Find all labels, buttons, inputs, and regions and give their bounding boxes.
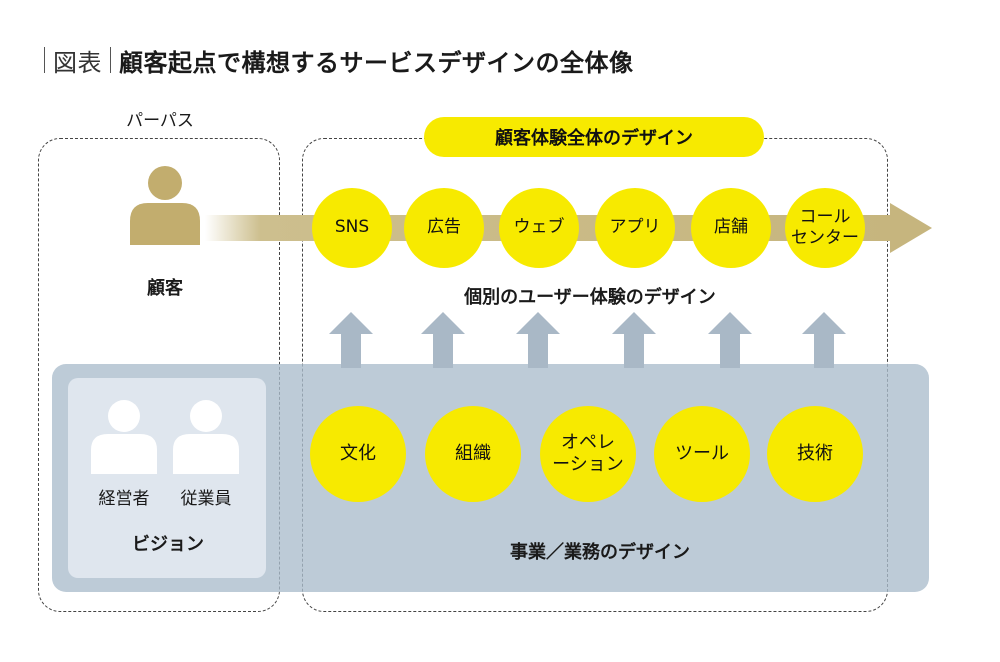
up-arrow-icon <box>516 312 560 368</box>
page-title: 図表 顧客起点で構想するサービスデザインの全体像 <box>36 40 634 80</box>
foundation-circle: 組織 <box>425 406 521 502</box>
up-arrow-icon <box>708 312 752 368</box>
business-label: 事業／業務のデザイン <box>510 542 690 563</box>
touchpoint-circle: 広告 <box>404 188 484 268</box>
title-prefix: 図表 <box>53 48 102 77</box>
customer-label: 顧客 <box>147 278 183 299</box>
title-text: 顧客起点で構想するサービスデザインの全体像 <box>119 48 634 77</box>
touchpoint-circle: SNS <box>312 188 392 268</box>
vision-panel <box>68 378 266 578</box>
purpose-label: パーパス <box>126 111 194 131</box>
person-employee-icon <box>173 400 239 474</box>
foundation-circle: オペレ ーション <box>540 406 636 502</box>
vision-label: ビジョン <box>132 534 204 555</box>
up-arrow-icon <box>329 312 373 368</box>
touchpoint-circle: コール センター <box>785 188 865 268</box>
touchpoint-circle: アプリ <box>595 188 675 268</box>
person-executive-icon <box>91 400 157 474</box>
up-arrow-icon <box>802 312 846 368</box>
title-divider <box>44 47 45 73</box>
employee-label: 従業員 <box>180 489 232 509</box>
up-arrow-icon <box>612 312 656 368</box>
foundation-circle: 文化 <box>310 406 406 502</box>
individual-experience-label: 個別のユーザー体験のデザイン <box>464 287 716 308</box>
whole-experience-label: 顧客体験全体のデザイン <box>424 117 764 157</box>
person-customer-icon <box>130 166 200 245</box>
executive-label: 経営者 <box>98 489 150 509</box>
foundation-circle: 技術 <box>767 406 863 502</box>
title-divider <box>110 47 111 73</box>
foundation-circle: ツール <box>654 406 750 502</box>
up-arrow-icon <box>421 312 465 368</box>
touchpoint-circle: 店舗 <box>691 188 771 268</box>
touchpoint-circle: ウェブ <box>499 188 579 268</box>
flow-arrow-head-icon <box>890 203 932 253</box>
